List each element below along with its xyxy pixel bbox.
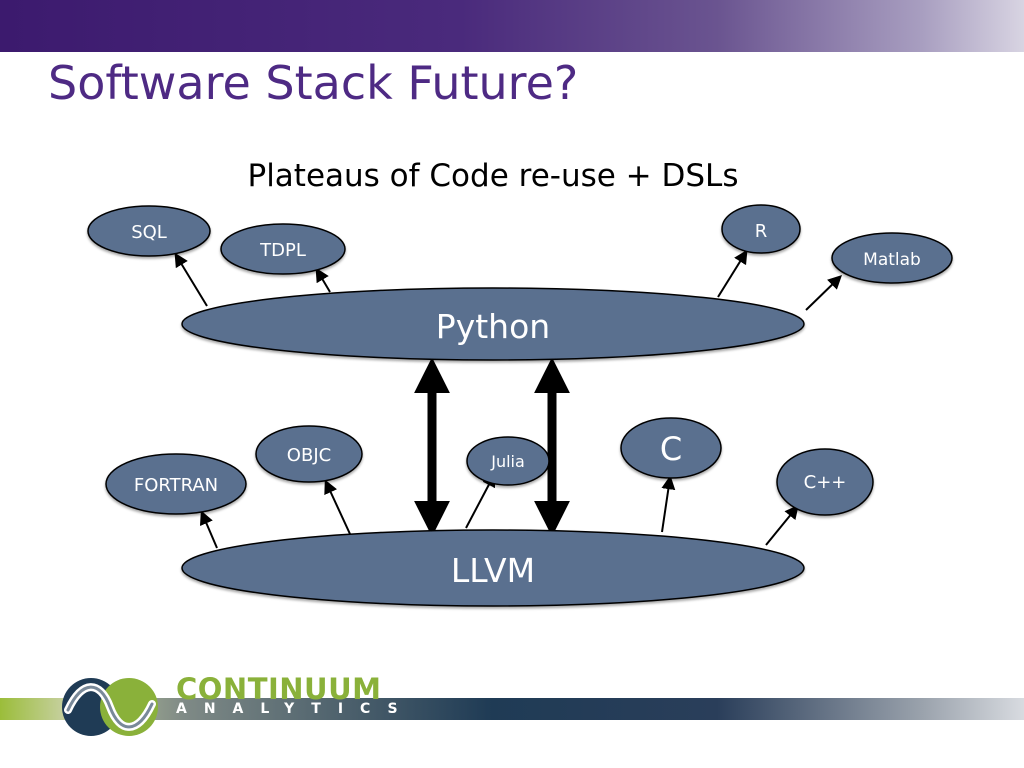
node-julia: Julia: [466, 436, 550, 486]
node-c: C: [620, 417, 722, 479]
node-llvm-label: LLVM: [451, 551, 535, 590]
node-matlab-label: Matlab: [863, 250, 921, 270]
arrow-python-sql: [174, 252, 208, 307]
node-julia-label: Julia: [490, 452, 525, 471]
slide-title: Software Stack Future?: [48, 56, 579, 110]
arrow-llvm-c: [661, 475, 676, 533]
node-sql: SQL: [87, 205, 211, 257]
slide-subtitle: Plateaus of Code re-use + DSLs: [248, 158, 739, 194]
node-tdpl-label: TDPL: [259, 240, 306, 261]
continuum-logo-icon: [62, 678, 158, 736]
node-matlab: Matlab: [831, 232, 953, 284]
arrow-llvm-objc: [324, 479, 351, 535]
node-tdpl: TDPL: [220, 223, 346, 275]
arrow-llvm-fortran: [199, 510, 218, 549]
node-cpp-label: C++: [804, 472, 847, 493]
node-objc: OBJC: [255, 425, 363, 483]
node-c-label: C: [660, 430, 682, 468]
logo-tagline: ANALYTICS: [176, 701, 415, 717]
logo-name: CONTINUUM: [176, 672, 382, 706]
arrow-python-tdpl: [315, 267, 331, 293]
node-objc-label: OBJC: [287, 445, 331, 466]
arrow-llvm-julia: [465, 472, 496, 529]
node-fortran-label: FORTRAN: [134, 475, 218, 496]
header-band: [0, 0, 1024, 52]
node-python: Python: [181, 287, 805, 361]
node-r: R: [721, 204, 801, 254]
arrow-python-matlab: [805, 275, 843, 311]
logo-band: [0, 698, 1024, 720]
node-llvm: LLVM: [181, 529, 805, 607]
node-cpp: C++: [776, 448, 874, 516]
arrow-llvm-cpp: [765, 504, 799, 546]
arrow-python-r: [717, 249, 748, 298]
node-r-label: R: [755, 221, 768, 242]
node-fortran: FORTRAN: [105, 453, 247, 515]
node-python-label: Python: [436, 307, 550, 346]
node-sql-label: SQL: [131, 222, 167, 243]
